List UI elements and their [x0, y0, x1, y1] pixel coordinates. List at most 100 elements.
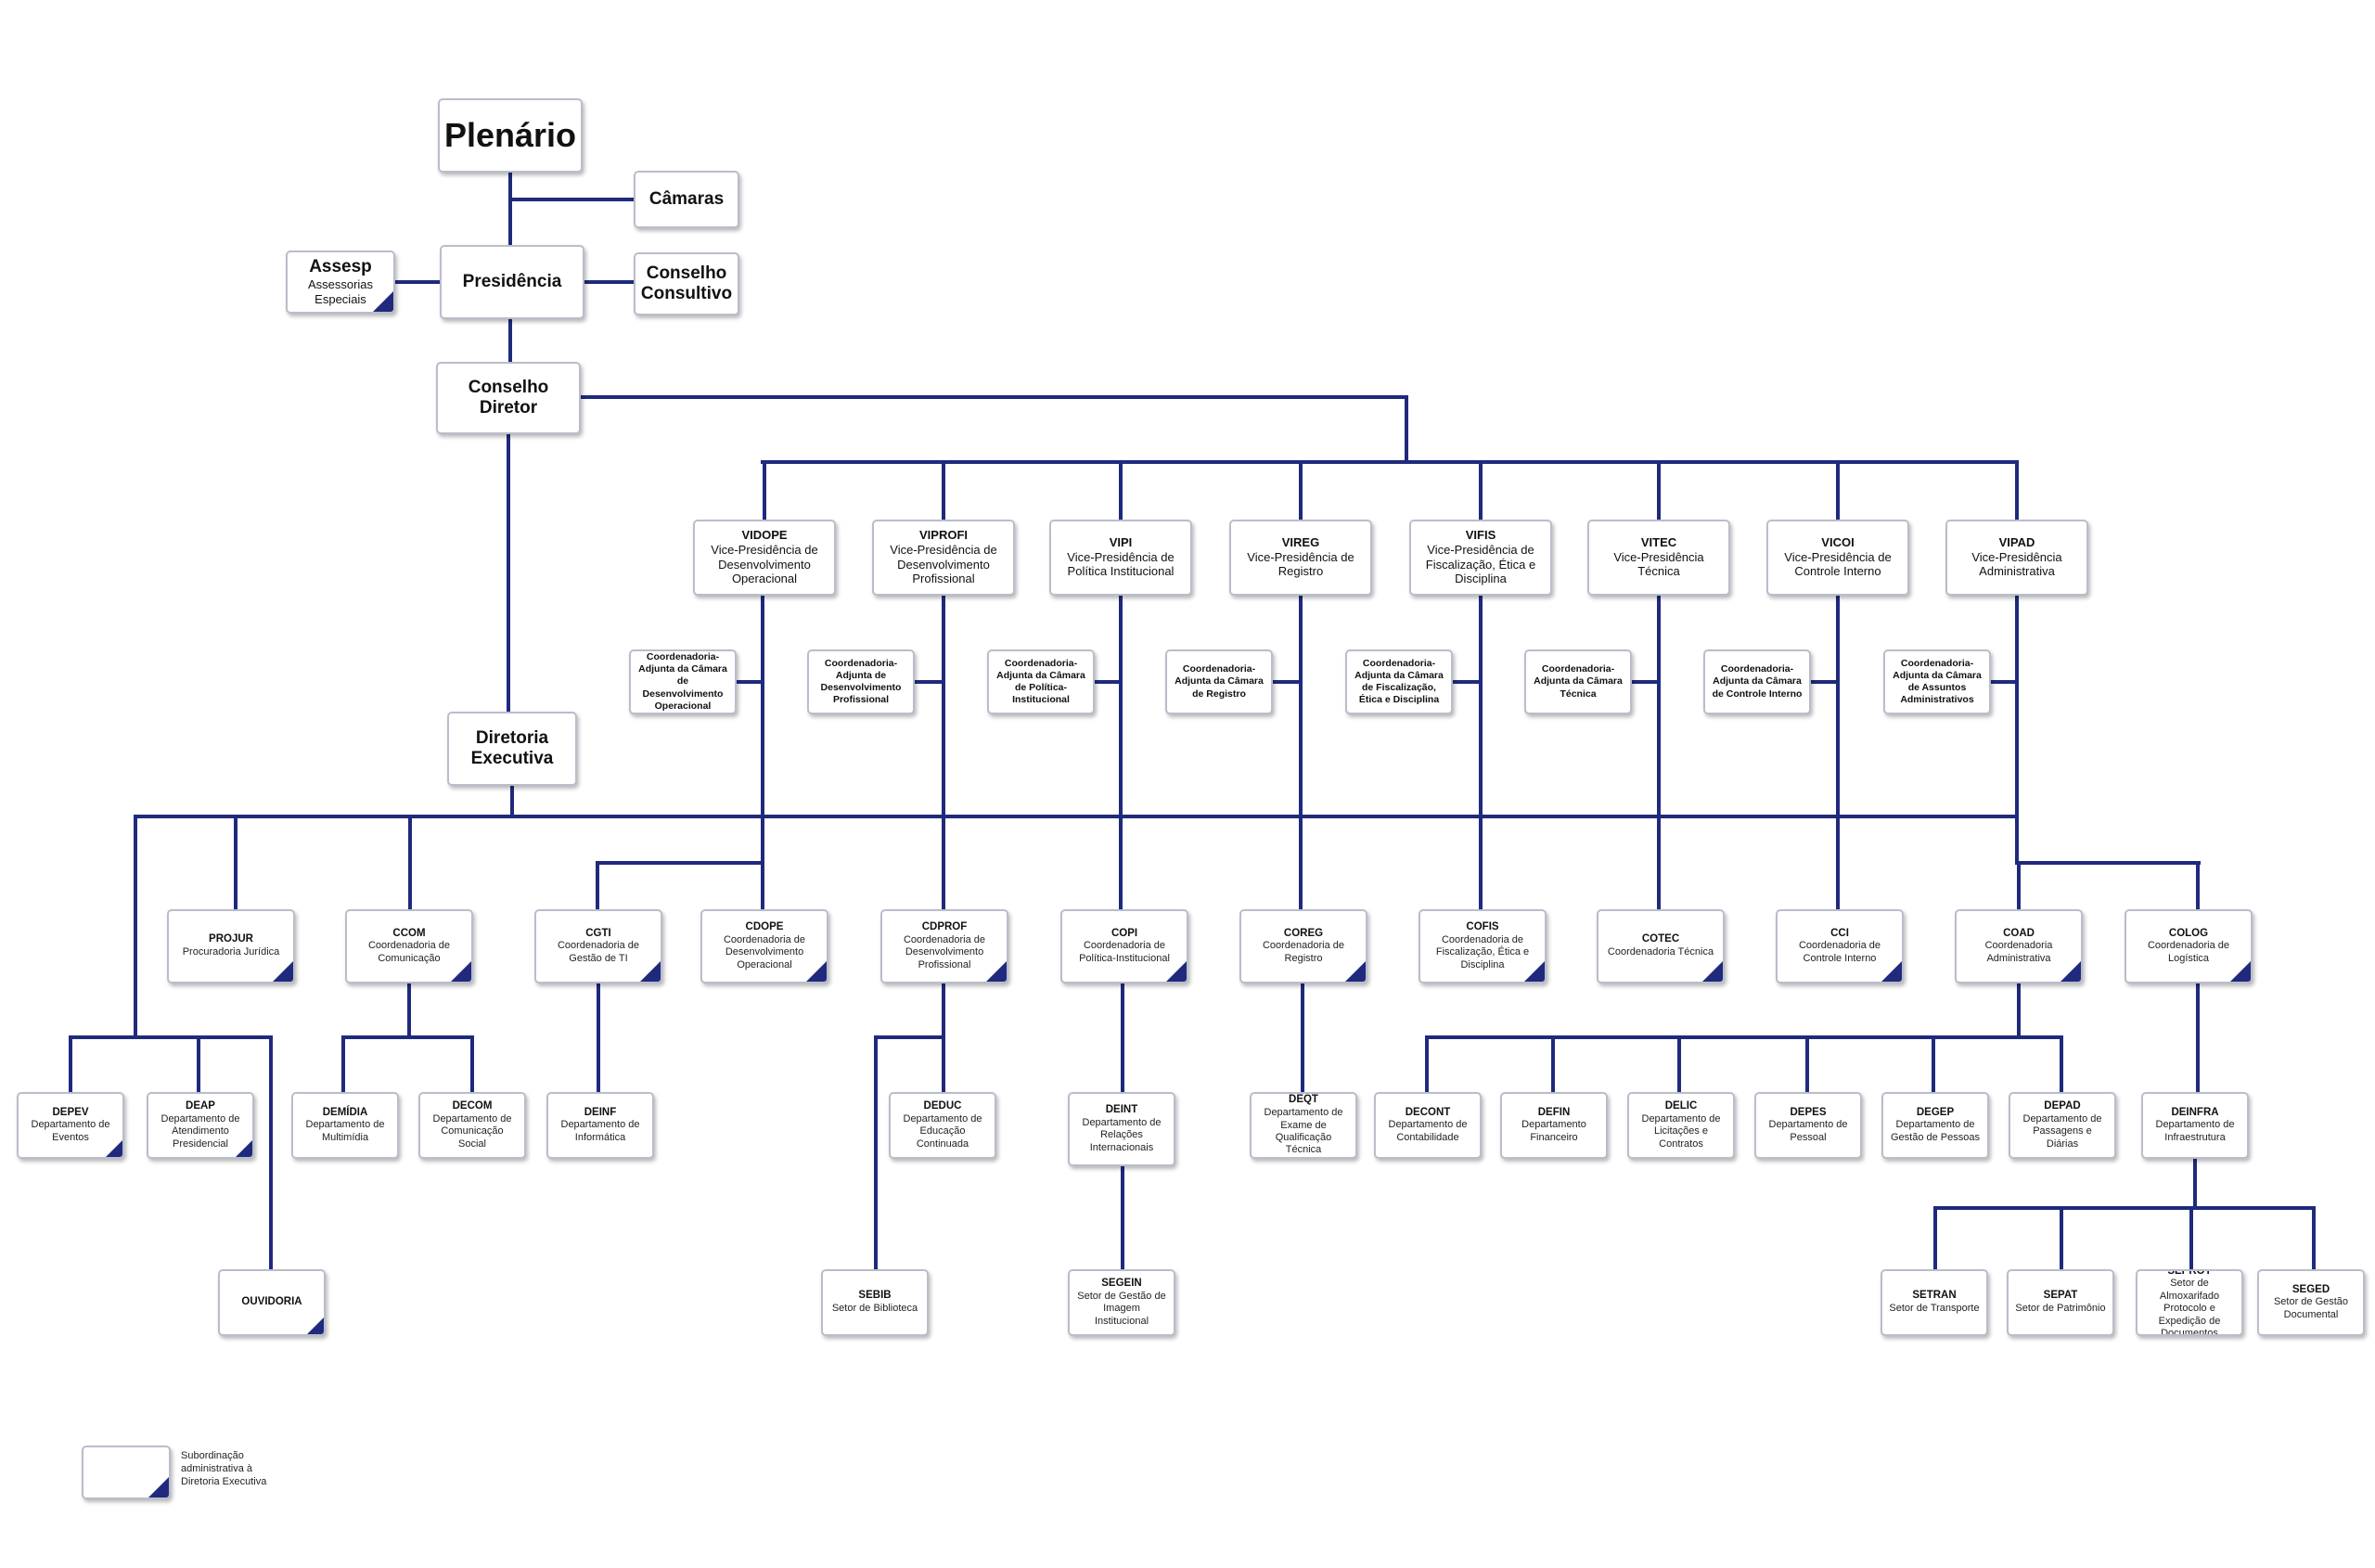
- org-box-code: SEBIB: [858, 1290, 892, 1302]
- org-box-description: Coordenadoria de Registro: [1262, 940, 1345, 964]
- org-box-description: Departamento Financeiro: [1521, 1119, 1586, 1143]
- org-box-code: VITEC: [1640, 534, 1677, 549]
- org-box-description: Departamento de Comunicação Social: [432, 1112, 512, 1150]
- org-box-code: VIPROFI: [918, 528, 968, 543]
- org-box-code: Diretoria Executiva: [470, 728, 554, 768]
- org-box-description: Departamento de Relações Internacionais: [1082, 1116, 1162, 1153]
- org-box-description: Departamento de Licitações e Contratos: [1641, 1112, 1721, 1150]
- org-box-description: Coordenadoria de Comunicação: [367, 940, 451, 964]
- org-box-code: DEQT: [1289, 1094, 1318, 1106]
- org-box-code: SETRAN: [1912, 1290, 1957, 1302]
- org-box-description: Vice-Presidência de Fiscalização, Ética …: [1425, 543, 1536, 586]
- org-box-diretoria-executiva: Diretoria Executiva: [447, 712, 577, 786]
- org-box-conselho-diretor: Conselho Diretor: [436, 362, 581, 434]
- org-box-presidencia: Presidência: [440, 245, 584, 319]
- executive-subordination-marker: [1524, 961, 1545, 982]
- org-box-code: SEPAT: [2043, 1290, 2078, 1302]
- org-box-description: Coordenadoria Administrativa: [1984, 940, 2053, 964]
- executive-subordination-marker: [1881, 961, 1902, 982]
- org-box-code: COFIS: [1466, 920, 1499, 932]
- org-box-code: Plenário: [443, 116, 577, 155]
- executive-subordination-marker: [373, 291, 393, 312]
- org-box-description: Coordenadoria de Gestão de TI: [557, 940, 640, 964]
- executive-subordination-marker: [451, 961, 471, 982]
- org-box-ca-vireg: Coordenadoria-Adjunta da Câmara de Regis…: [1165, 649, 1273, 714]
- org-box-code: DEPEV: [52, 1106, 89, 1118]
- org-box-code: VICOI: [1821, 534, 1855, 549]
- org-box-code: Conselho Consultivo: [640, 263, 733, 303]
- executive-subordination-marker: [307, 1317, 324, 1334]
- org-box-code: SEPROT: [2167, 1269, 2212, 1277]
- org-box-description: Setor de Biblioteca: [831, 1303, 918, 1315]
- org-box-description: Vice-Presidência Técnica: [1613, 549, 1704, 579]
- org-box-description: Setor de Patrimônio: [2015, 1303, 2106, 1315]
- org-box-code: DEAP: [186, 1099, 215, 1112]
- legend-box: [82, 1446, 171, 1499]
- org-box-code: Coordenadoria-Adjunta da Câmara de Regis…: [1175, 663, 1264, 700]
- org-box-code: DEFIN: [1537, 1106, 1571, 1118]
- org-box-code: OUVIDORIA: [241, 1296, 302, 1308]
- org-box-code: Coordenadoria-Adjunta da Câmara de Desen…: [638, 651, 727, 712]
- org-box-code: Presidência: [462, 272, 562, 292]
- org-box-description: Setor de Gestão Documental: [2273, 1296, 2349, 1320]
- org-box-description: Coordenadoria de Fiscalização, Ética e D…: [1435, 933, 1530, 970]
- legend-text: Subordinação administrativa à Diretoria …: [181, 1450, 267, 1487]
- executive-subordination-marker: [806, 961, 827, 982]
- org-box-code: CGTI: [585, 927, 611, 939]
- org-box-code: DECONT: [1405, 1106, 1451, 1118]
- org-box-code: VIDOPE: [741, 528, 788, 543]
- org-box-code: DELIC: [1664, 1099, 1698, 1112]
- org-box-plenario: Plenário: [438, 98, 583, 173]
- org-box-description: Vice-Presidência de Política Institucion…: [1067, 549, 1175, 579]
- org-box-code: Coordenadoria-Adjunta da Câmara de Contr…: [1712, 663, 1803, 700]
- org-box-description: Assessorias Especiais: [307, 277, 374, 306]
- org-box-code: CCOM: [392, 927, 426, 939]
- org-box-code: VIPI: [1109, 534, 1133, 549]
- org-box-description: Setor de Transporte: [1889, 1303, 1980, 1315]
- org-box-ca-vitec: Coordenadoria-Adjunta da Câmara Técnica: [1524, 649, 1632, 714]
- org-box-code: VIREG: [1281, 534, 1320, 549]
- org-box-description: Departamento de Pessoal: [1768, 1119, 1848, 1143]
- org-box-description: Procuradoria Jurídica: [182, 946, 280, 958]
- org-box-code: CCI: [1830, 927, 1849, 939]
- org-box-code: Assesp: [309, 257, 372, 277]
- org-box-code: Coordenadoria-Adjunta de Desenvolvimento…: [820, 657, 902, 706]
- org-box-description: Departamento de Atendimento Presidencial: [160, 1112, 240, 1150]
- org-box-description: Coordenadoria de Logística: [2147, 940, 2230, 964]
- org-box-description: Departamento de Infraestrutura: [2155, 1119, 2235, 1143]
- org-box-code: PROJUR: [209, 933, 253, 945]
- org-box-description: Vice-Presidência de Registro: [1247, 549, 1354, 579]
- executive-subordination-marker: [2230, 961, 2251, 982]
- org-box-ca-viprofi: Coordenadoria-Adjunta de Desenvolvimento…: [807, 649, 915, 714]
- org-box-description: Setor de Almoxarifado Protocolo e Expedi…: [2158, 1278, 2221, 1336]
- executive-subordination-marker: [1345, 961, 1366, 982]
- executive-subordination-marker: [640, 961, 661, 982]
- org-box-description: Departamento de Contabilidade: [1388, 1119, 1468, 1143]
- org-box-code: DEGEP: [1916, 1106, 1955, 1118]
- org-box-code: Coordenadoria-Adjunta da Câmara de Assun…: [1893, 657, 1982, 706]
- org-box-description: Vice-Presidência de Desenvolvimento Prof…: [890, 543, 997, 586]
- org-box-code: Conselho Diretor: [468, 378, 549, 418]
